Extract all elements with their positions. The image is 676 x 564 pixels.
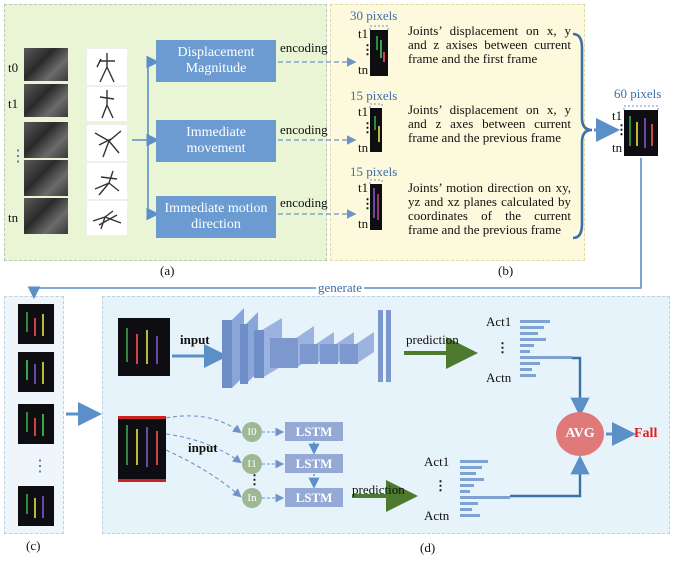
caption-a: (a)	[160, 263, 175, 278]
frame-label-t0: t0	[8, 60, 19, 75]
combined-encoded-image	[624, 110, 658, 156]
encoding-label-1: encoding	[280, 40, 328, 55]
row1-tn: tn	[358, 62, 369, 77]
cnn-output-bar	[520, 362, 540, 365]
sample-image-4	[18, 486, 54, 526]
skeleton-image-3	[86, 124, 128, 162]
skeleton-image-2	[86, 86, 128, 122]
cnn-act1-label: Act1	[486, 314, 512, 329]
skeleton-image-1	[86, 48, 128, 86]
row2-t1: t1	[358, 104, 369, 119]
skeleton-image-4	[86, 162, 128, 200]
frame-label-t1: t1	[8, 96, 19, 111]
row3-t1: t1	[358, 180, 369, 195]
combined-tn: tn	[612, 140, 623, 155]
cnn-output-bar	[520, 326, 544, 329]
encoded-image-row3	[370, 184, 382, 230]
avg-node: AVG	[556, 412, 604, 456]
lstm-act1-label: Act1	[424, 454, 450, 469]
frame-label-tn: tn	[8, 210, 19, 225]
generate-label: generate	[316, 280, 365, 296]
encoding-label-3: encoding	[280, 195, 328, 210]
encoded-image-row2	[370, 108, 382, 152]
input-node-i0: I0	[242, 422, 262, 442]
cnn-input-image	[118, 318, 170, 376]
box-immediate-movement: Immediate movement	[156, 120, 276, 162]
cnn-output-bar	[520, 356, 572, 359]
row3-description: Joints’ motion direction on xy, yz and x…	[408, 180, 571, 237]
lstm-output-bar	[460, 472, 476, 475]
row3-size: 15 pixels	[350, 164, 398, 179]
lstm-cell-n: LSTM	[285, 488, 343, 507]
sample-image-3	[18, 404, 54, 444]
panel-c-dots: ⋮	[32, 458, 48, 475]
cnn-output-bar	[520, 320, 550, 323]
skeleton-image-5	[86, 200, 128, 236]
video-frame-t1	[24, 84, 68, 117]
row2-size: 15 pixels	[350, 88, 398, 103]
lstm-output-bar	[460, 460, 488, 463]
video-frame-3	[24, 160, 68, 196]
sample-image-2	[18, 352, 54, 392]
lstm-output-bar	[460, 484, 474, 487]
cnn-output-bar	[520, 374, 536, 377]
input-node-dots: ⋮	[248, 472, 261, 487]
lstm-output-bar	[460, 466, 482, 469]
lstm-cell-2: LSTM	[285, 454, 343, 473]
video-frame-tn	[24, 198, 68, 234]
box-immediate-motion-direction: Immediate motion direction	[156, 196, 276, 238]
lstm-output-bar	[460, 478, 484, 481]
combined-size: 60 pixels	[614, 86, 662, 101]
row1-size: 30 pixels	[350, 8, 398, 23]
sample-image-1	[18, 304, 54, 344]
lstm-input-image	[118, 416, 166, 482]
video-frame-t0	[24, 48, 68, 81]
lstm-prediction-label: prediction	[352, 482, 405, 497]
cnn-prediction-label: prediction	[406, 332, 459, 347]
cnn-output-bar	[520, 350, 530, 353]
row1-t1: t1	[358, 26, 369, 41]
caption-d: (d)	[420, 540, 436, 555]
lstm-output-bar	[460, 496, 510, 499]
cnn-actn-label: Actn	[486, 370, 512, 385]
row3-tn: tn	[358, 216, 369, 231]
lstm-input-label: input	[188, 440, 218, 455]
caption-b: (b)	[498, 263, 514, 278]
lstm-output-bar	[460, 514, 480, 517]
lstm-actn-label: Actn	[424, 508, 450, 523]
combined-t1: t1	[612, 108, 623, 123]
lstm-dots: ⋮	[434, 478, 447, 493]
row2-tn: tn	[358, 140, 369, 155]
row2-description: Joints’ displacement on x, y and z axes …	[408, 102, 571, 145]
cnn-input-label: input	[180, 332, 210, 347]
video-frame-2	[24, 122, 68, 158]
lstm-output-bar	[460, 490, 470, 493]
lstm-cell-1: LSTM	[285, 422, 343, 441]
cnn-dots: ⋮	[496, 340, 509, 355]
caption-c: (c)	[26, 538, 41, 553]
frame-label-dots: ⋮	[10, 148, 26, 165]
fall-output-label: Fall	[634, 426, 658, 441]
encoding-label-2: encoding	[280, 122, 328, 137]
input-node-i1: I1	[242, 454, 262, 474]
lstm-output-bar	[460, 502, 478, 505]
cnn-output-bar	[520, 368, 532, 371]
input-node-in: In	[242, 488, 262, 508]
cnn-output-bar	[520, 332, 538, 335]
encoded-image-row1	[370, 30, 388, 76]
lstm-output-bar	[460, 508, 472, 511]
cnn-output-bar	[520, 344, 534, 347]
row1-description: Joints’ displacement on x, y and z axise…	[408, 23, 571, 66]
cnn-output-bar	[520, 338, 546, 341]
box-displacement-magnitude: Displacement Magnitude	[156, 40, 276, 82]
